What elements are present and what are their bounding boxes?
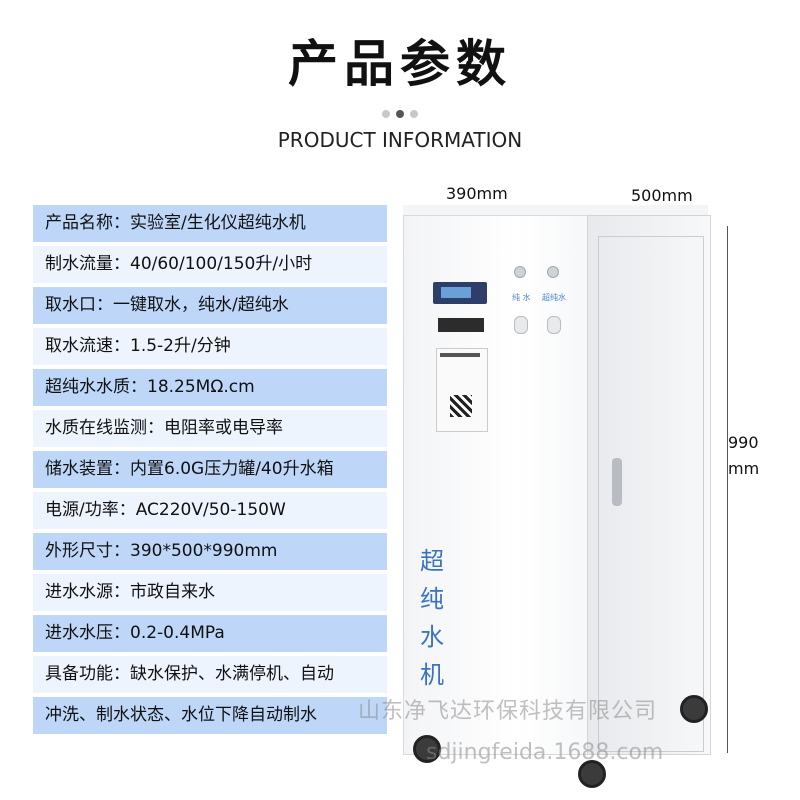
caster-wheel-icon	[578, 760, 606, 788]
spec-row: 进水水源：市政自来水	[33, 574, 387, 611]
spec-row: 取水流速：1.5-2升/分钟	[33, 328, 387, 365]
cabinet-char: 水	[420, 623, 444, 651]
valve-knob-right-icon	[547, 316, 561, 334]
notice-heading	[440, 353, 480, 357]
tap-right-label: 超纯水	[542, 293, 566, 302]
carousel-dots	[0, 103, 800, 122]
watermark-company: 山东净飞达环保科技有限公司	[358, 699, 658, 724]
spec-row: 电源/功率：AC220V/50-150W	[33, 492, 387, 529]
width-label: 390mm	[446, 184, 508, 203]
cabinet-door	[598, 236, 704, 752]
door-handle	[612, 458, 622, 506]
cabinet-char: 纯	[420, 585, 444, 613]
spec-row: 具备功能：缺水保护、水满停机、自动	[33, 656, 387, 693]
spec-list: 产品名称：实验室/生化仪超纯水机 制水流量：40/60/100/150升/小时 …	[33, 205, 387, 738]
dot-active	[396, 110, 404, 118]
spec-row: 取水口：一键取水，纯水/超纯水	[33, 287, 387, 324]
spec-row: 超纯水水质：18.25MΩ.cm	[33, 369, 387, 406]
notice-sheet	[436, 348, 488, 432]
cabinet-char: 机	[420, 661, 444, 689]
watermark-url: sdjingfeida.1688.com	[426, 740, 664, 765]
spec-row: 产品名称：实验室/生化仪超纯水机	[33, 205, 387, 242]
cabinet-front	[587, 215, 711, 755]
page-subtitle: PRODUCT INFORMATION	[277, 128, 523, 152]
spec-row: 外形尺寸：390*500*990mm	[33, 533, 387, 570]
height-unit: mm	[728, 459, 760, 478]
cabinet-side-text: 超 纯 水 机	[420, 542, 450, 694]
tap-left-label: 纯 水	[512, 293, 531, 302]
caster-wheel-icon	[413, 735, 441, 763]
display-screen	[441, 287, 471, 298]
spec-row: 进水水压：0.2-0.4MPa	[33, 615, 387, 652]
spec-row: 制水流量：40/60/100/150升/小时	[33, 246, 387, 283]
spec-row: 储水装置：内置6.0G压力罐/40升水箱	[33, 451, 387, 488]
depth-label: 500mm	[631, 186, 693, 205]
cabinet-side	[403, 215, 593, 755]
valve-knob-left-icon	[514, 316, 528, 334]
page-title: 产品参数	[288, 35, 512, 93]
height-label: 990 mm	[728, 430, 759, 482]
tap-outlet-left-icon	[514, 266, 526, 278]
dot	[410, 110, 418, 118]
height-value: 990	[728, 433, 759, 452]
cabinet-char: 超	[420, 547, 444, 575]
spec-row: 水质在线监测：电阻率或电导率	[33, 410, 387, 447]
caster-wheel-icon	[680, 695, 708, 723]
panel-label-plate	[438, 318, 484, 332]
dot	[382, 110, 390, 118]
qr-code-icon	[450, 395, 472, 417]
spec-row: 冲洗、制水状态、水位下降自动制水	[33, 697, 387, 734]
height-dimension-line	[727, 226, 728, 753]
tap-outlet-right-icon	[547, 266, 559, 278]
